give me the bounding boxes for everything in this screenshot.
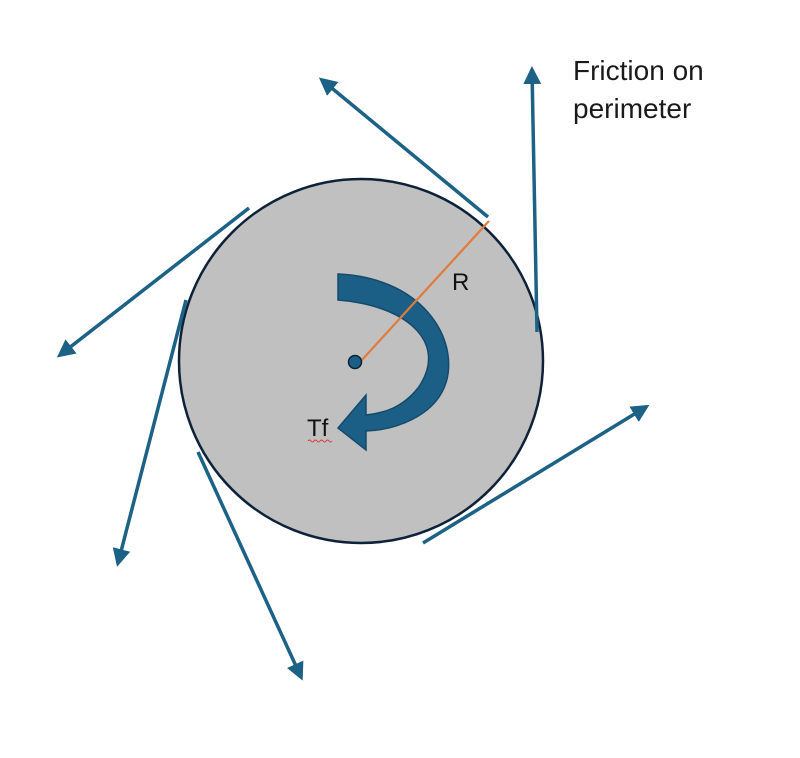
radius-line <box>360 220 490 362</box>
friction-arrows <box>56 66 650 681</box>
curved-arrow-icon <box>336 273 450 452</box>
center-point <box>347 354 363 370</box>
torque-label: Tf <box>307 415 329 442</box>
torque-arrow <box>336 273 450 452</box>
arrow-icon <box>523 66 542 333</box>
caption-line-1: Friction on <box>573 55 704 86</box>
diagram-caption: Friction on perimeter <box>573 52 704 128</box>
arrow-icon <box>56 206 251 358</box>
arrow-icon <box>318 77 490 219</box>
spellcheck-underline <box>307 439 333 443</box>
arrow-icon <box>112 299 188 567</box>
arrow-icon <box>196 451 304 681</box>
caption-line-2: perimeter <box>573 93 692 124</box>
radius-label: R <box>452 269 469 296</box>
arrow-icon <box>422 404 650 545</box>
